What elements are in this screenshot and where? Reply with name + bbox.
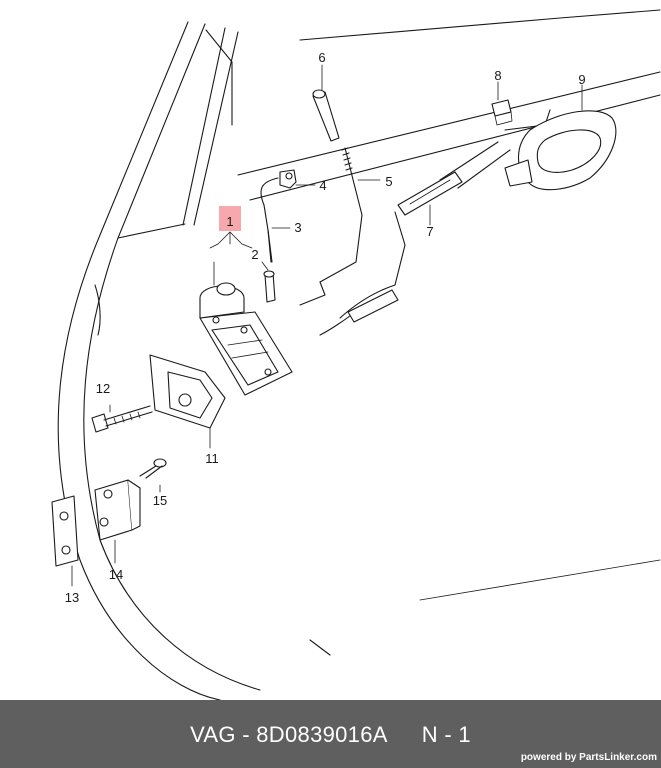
part-13-plate (51, 495, 79, 567)
leader-lines (71, 64, 583, 587)
part-7-cable-sleeve (397, 171, 463, 216)
callout-1-highlight (219, 206, 241, 231)
part-1-lock (199, 282, 293, 396)
part-5-rod (341, 147, 353, 171)
callout-11[interactable]: 11 (205, 451, 219, 466)
callout-5[interactable]: 5 (385, 174, 392, 189)
part-4-clip (279, 169, 297, 189)
callout-9[interactable]: 9 (578, 72, 585, 87)
part-info: VAG - 8D0839016A N - 1 (0, 722, 661, 748)
callout-13[interactable]: 13 (65, 590, 79, 605)
part-9-handle (504, 110, 617, 191)
callout-labels: 1 2 3 4 5 6 7 8 9 11 12 13 14 15 (65, 50, 586, 605)
brand-credit[interactable]: powered by PartsLinker.com (520, 752, 657, 763)
part-code: VAG - 8D0839016A (190, 722, 388, 747)
part-quantity: N - 1 (421, 722, 471, 747)
part-14-striker (94, 479, 141, 541)
cable-sleeve-lower (347, 289, 399, 323)
callout-3[interactable]: 3 (294, 220, 301, 235)
callout-4[interactable]: 4 (319, 178, 326, 193)
part-11-cover (149, 354, 226, 429)
callout-14[interactable]: 14 (109, 567, 123, 582)
footer-bar: VAG - 8D0839016A N - 1 powered by PartsLi… (0, 700, 661, 768)
linkage (260, 109, 551, 336)
parts-diagram: 1 2 3 4 5 6 7 8 9 11 12 13 14 15 (51, 9, 661, 700)
part-8-clip (491, 99, 513, 126)
callout-8[interactable]: 8 (494, 68, 501, 83)
part-3-rod (267, 229, 272, 263)
callout-7[interactable]: 7 (426, 224, 433, 239)
part-12-bolt (91, 405, 153, 433)
callout-6[interactable]: 6 (318, 50, 325, 65)
callout-12[interactable]: 12 (96, 381, 110, 396)
callout-2[interactable]: 2 (251, 247, 258, 262)
part-2-stud (263, 270, 276, 303)
callout-15[interactable]: 15 (153, 493, 167, 508)
part-6-pin (312, 89, 340, 142)
callout-1[interactable]: 1 (226, 214, 233, 229)
part-15-screw (139, 458, 167, 479)
